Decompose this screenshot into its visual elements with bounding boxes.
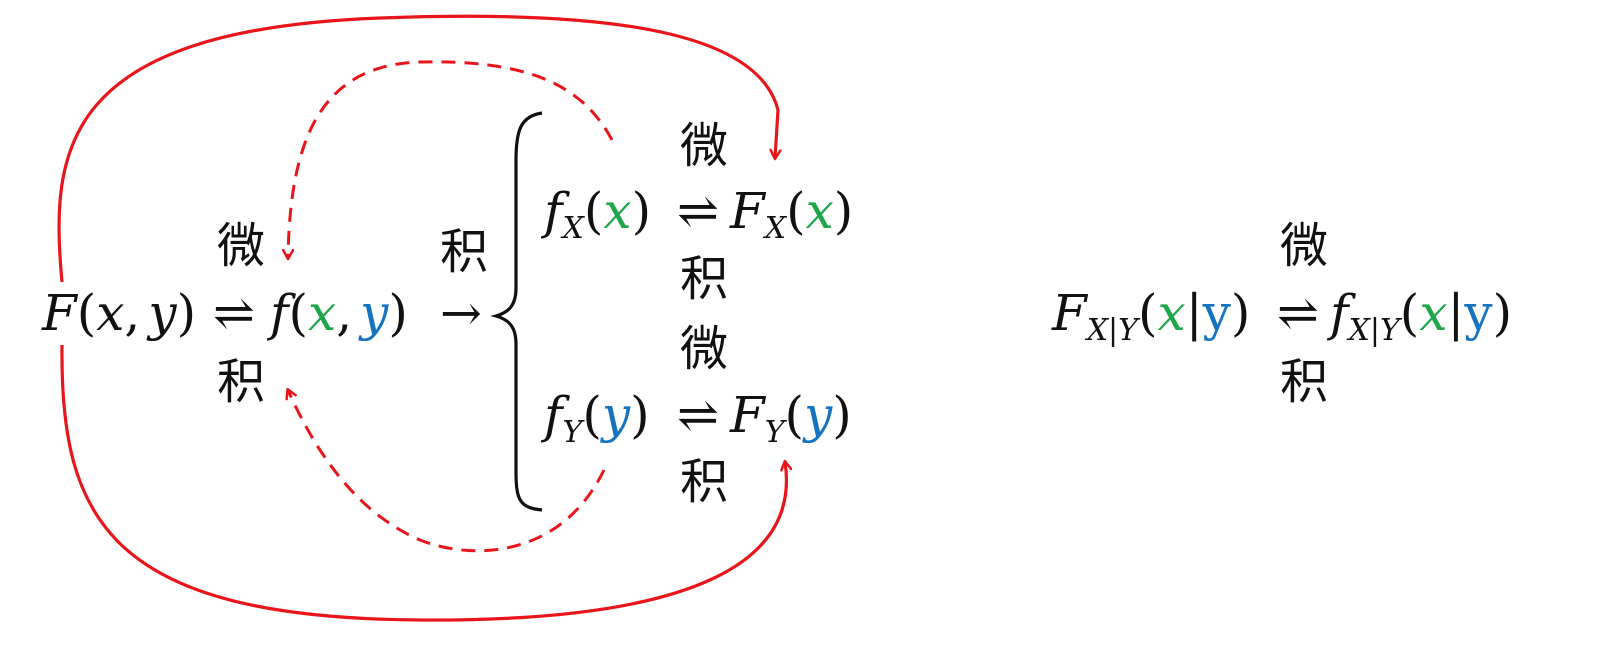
- conditional-pdf: fX|Y(x|y): [1326, 284, 1512, 348]
- conditional-cdf: FX|Y(x|y): [1051, 284, 1250, 348]
- arrow-fX-to-f-dashed: [288, 60, 614, 258]
- joint-cdf-expression: F(x,y): [41, 284, 196, 342]
- equilibrium-joint: ⇌: [213, 284, 255, 342]
- marginal-y-relation: 微 fY(y) ⇌ FY(y) 积: [540, 321, 852, 510]
- var-x: x: [96, 284, 124, 342]
- equilibrium-x: ⇌: [677, 182, 719, 240]
- arrow-fY-to-f-dashed: [288, 390, 606, 553]
- label-ji-marginal: 积: [440, 224, 488, 280]
- left-brace: [490, 111, 543, 512]
- equilibrium-y: ⇌: [677, 386, 719, 444]
- label-wei-x: 微: [680, 118, 728, 174]
- label-ji-x: 积: [680, 251, 728, 307]
- arrow-F-to-FX: [57, 14, 778, 283]
- equilibrium-conditional: ⇌: [1277, 284, 1319, 342]
- joint-pdf-expression: f(x,y): [266, 284, 408, 342]
- marginal-cdf-y: FY(y): [729, 386, 852, 450]
- var-y-blue: y: [358, 284, 389, 342]
- marginal-x-relation: 微 fX(x) ⇌ FX(x) 积: [540, 118, 853, 307]
- label-wei-joint: 微: [217, 218, 265, 274]
- label-ji-y: 积: [680, 454, 728, 510]
- var-x-green: x: [308, 284, 336, 342]
- symbol-F: F: [41, 284, 79, 342]
- joint-relation: 微 积 积 F(x,y) ⇌ f(x,y) →: [41, 218, 488, 410]
- var-y: y: [146, 284, 177, 342]
- label-ji-joint: 积: [217, 354, 265, 410]
- arrow-F-to-FY: [60, 344, 787, 622]
- marginal-pdf-y: fY(y): [540, 386, 650, 450]
- label-wei-y: 微: [680, 321, 728, 377]
- marginal-cdf-x: FX(x): [729, 182, 853, 246]
- right-arrow: →: [440, 284, 482, 342]
- label-wei-conditional: 微: [1280, 218, 1328, 274]
- conditional-relation: 微 FX|Y(x|y) ⇌ fX|Y(x|y) 积: [1051, 218, 1512, 410]
- marginal-pdf-x: fX(x): [540, 182, 651, 246]
- label-ji-conditional: 积: [1280, 354, 1328, 410]
